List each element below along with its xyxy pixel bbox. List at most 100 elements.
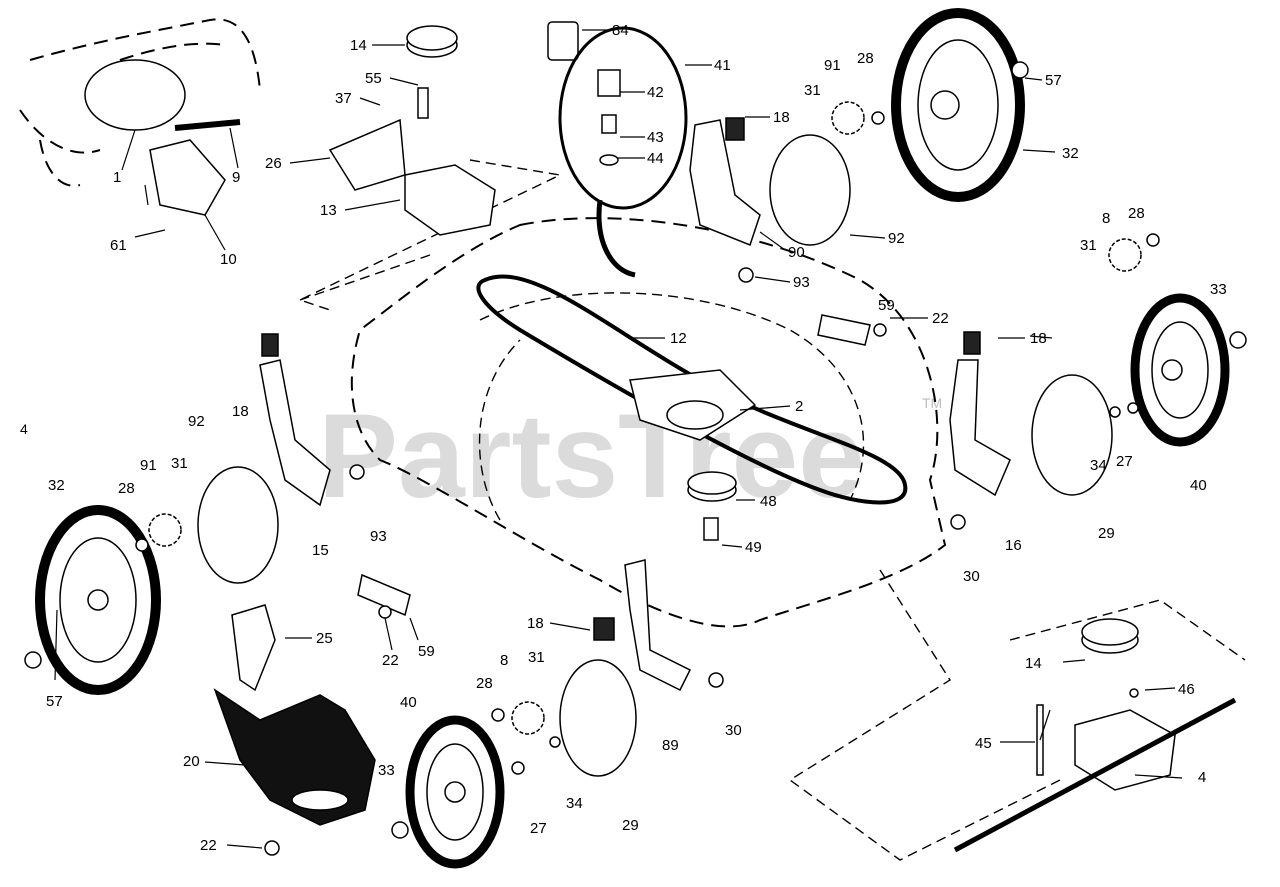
callout-93-top: 93 (793, 274, 810, 291)
part-16-adjuster (949, 359, 1011, 497)
part-15-adjuster (259, 359, 331, 507)
part-18-grip-b (261, 333, 279, 357)
callout-42: 42 (647, 84, 664, 101)
part-48-pulley-face (687, 471, 737, 495)
callout-57-left: 57 (46, 693, 63, 710)
callout-44: 44 (647, 150, 664, 167)
callout-27-right: 27 (1116, 453, 1133, 470)
callout-90: 90 (788, 244, 805, 261)
part-41-tail (596, 199, 636, 278)
page-number: 4 (20, 421, 28, 437)
callout-8-bottom: 8 (500, 652, 508, 669)
callout-14-top: 14 (350, 37, 367, 54)
callout-18-top: 18 (773, 109, 790, 126)
part-89-adjuster (624, 559, 692, 692)
callout-32-left: 32 (48, 477, 65, 494)
callout-48: 48 (760, 493, 777, 510)
part-18-grip-d (593, 617, 615, 641)
callout-93-left: 93 (370, 528, 387, 545)
part-22-bolt-c (264, 840, 280, 856)
callout-91-left: 91 (140, 457, 157, 474)
part-4-shaft (953, 697, 1237, 853)
part-29-hubcap-bottom (559, 659, 637, 777)
part-40-wheel-right (1130, 293, 1230, 447)
drive-outline-lower (788, 569, 1246, 861)
callout-40-right: 40 (1190, 477, 1207, 494)
callout-92-left: 92 (188, 413, 205, 430)
callout-29-bottom: 29 (622, 817, 639, 834)
callout-22-top: 22 (932, 310, 949, 327)
callout-28-right: 28 (1128, 205, 1145, 222)
callout-41: 41 (714, 57, 731, 74)
callout-22-bottom: 22 (200, 837, 217, 854)
part-90-adjuster (689, 119, 761, 246)
part-44-washer (599, 154, 619, 166)
callout-14-bottom: 14 (1025, 655, 1042, 672)
callout-84: 84 (612, 22, 629, 39)
deck-outline (350, 217, 947, 628)
part-61-screws (144, 184, 149, 206)
part-33-nut-bottom (391, 821, 409, 839)
part-84-cap (547, 21, 579, 61)
part-18-grip-a (725, 117, 745, 141)
part-34-washer-bottom (549, 736, 561, 748)
callout-92-top: 92 (888, 230, 905, 247)
part-18-grip-c (963, 331, 981, 355)
callout-33-right: 33 (1210, 281, 1227, 298)
part-26-bracket (328, 118, 406, 191)
part-28-washer-bottom (491, 708, 505, 722)
part-14-pulley-bottom-face (1081, 618, 1139, 646)
part-41-group (558, 26, 688, 210)
callout-30-right: 30 (963, 568, 980, 585)
part-13-gearbox (404, 164, 496, 236)
callout-9: 9 (232, 169, 240, 186)
callout-26: 26 (265, 155, 282, 172)
callout-40-bottom: 40 (400, 694, 417, 711)
callout-31-bottom: 31 (528, 649, 545, 666)
shaft-rail-top (298, 159, 563, 311)
part-2-idler-pulley (666, 400, 724, 430)
part-43-spring (601, 114, 617, 134)
callout-1: 1 (113, 169, 121, 186)
watermark-trademark: TM (922, 395, 942, 411)
part-14-pulley-top-face (406, 25, 458, 51)
callout-34-right: 34 (1090, 457, 1107, 474)
callout-25: 25 (316, 630, 333, 647)
callout-49: 49 (745, 539, 762, 556)
callout-28-bottom: 28 (476, 675, 493, 692)
callout-28-top: 28 (857, 50, 874, 67)
part-30-nut-right (950, 514, 966, 530)
callout-31-left: 31 (171, 455, 188, 472)
callout-2: 2 (795, 398, 803, 415)
callout-22-mid: 22 (382, 652, 399, 669)
part-49-bolt (703, 517, 719, 541)
callout-20: 20 (183, 753, 200, 770)
part-27-washer-right (1127, 402, 1139, 414)
callout-18-bottom: 18 (527, 615, 544, 632)
part-92-hubcap-top (769, 134, 851, 246)
part-57-nut-top (1011, 61, 1029, 79)
callout-34-bottom: 34 (566, 795, 583, 812)
callout-59-mid: 59 (418, 643, 435, 660)
callout-31-top: 31 (804, 82, 821, 99)
callout-18-left: 18 (232, 403, 249, 420)
callout-4: 4 (1198, 769, 1206, 786)
handle-outline (19, 18, 261, 187)
callout-33-bottom: 33 (378, 762, 395, 779)
part-92-hubcap-left (197, 466, 279, 584)
watermark-text: PartsTree (318, 389, 865, 523)
part-93-nut-top (738, 267, 754, 283)
part-59-bracket-bottom (357, 573, 411, 617)
callout-46: 46 (1178, 681, 1195, 698)
part-32-wheel-top (891, 8, 1025, 202)
callout-37: 37 (335, 90, 352, 107)
callout-12: 12 (670, 330, 687, 347)
callout-15: 15 (312, 542, 329, 559)
leader-lines (54, 29, 1183, 849)
part-9-cable (174, 119, 241, 131)
callout-57-top: 57 (1045, 72, 1062, 89)
callout-30-bottom: 30 (725, 722, 742, 739)
part-8-gear-right (1108, 238, 1142, 272)
part-28-washer-right (1146, 233, 1160, 247)
